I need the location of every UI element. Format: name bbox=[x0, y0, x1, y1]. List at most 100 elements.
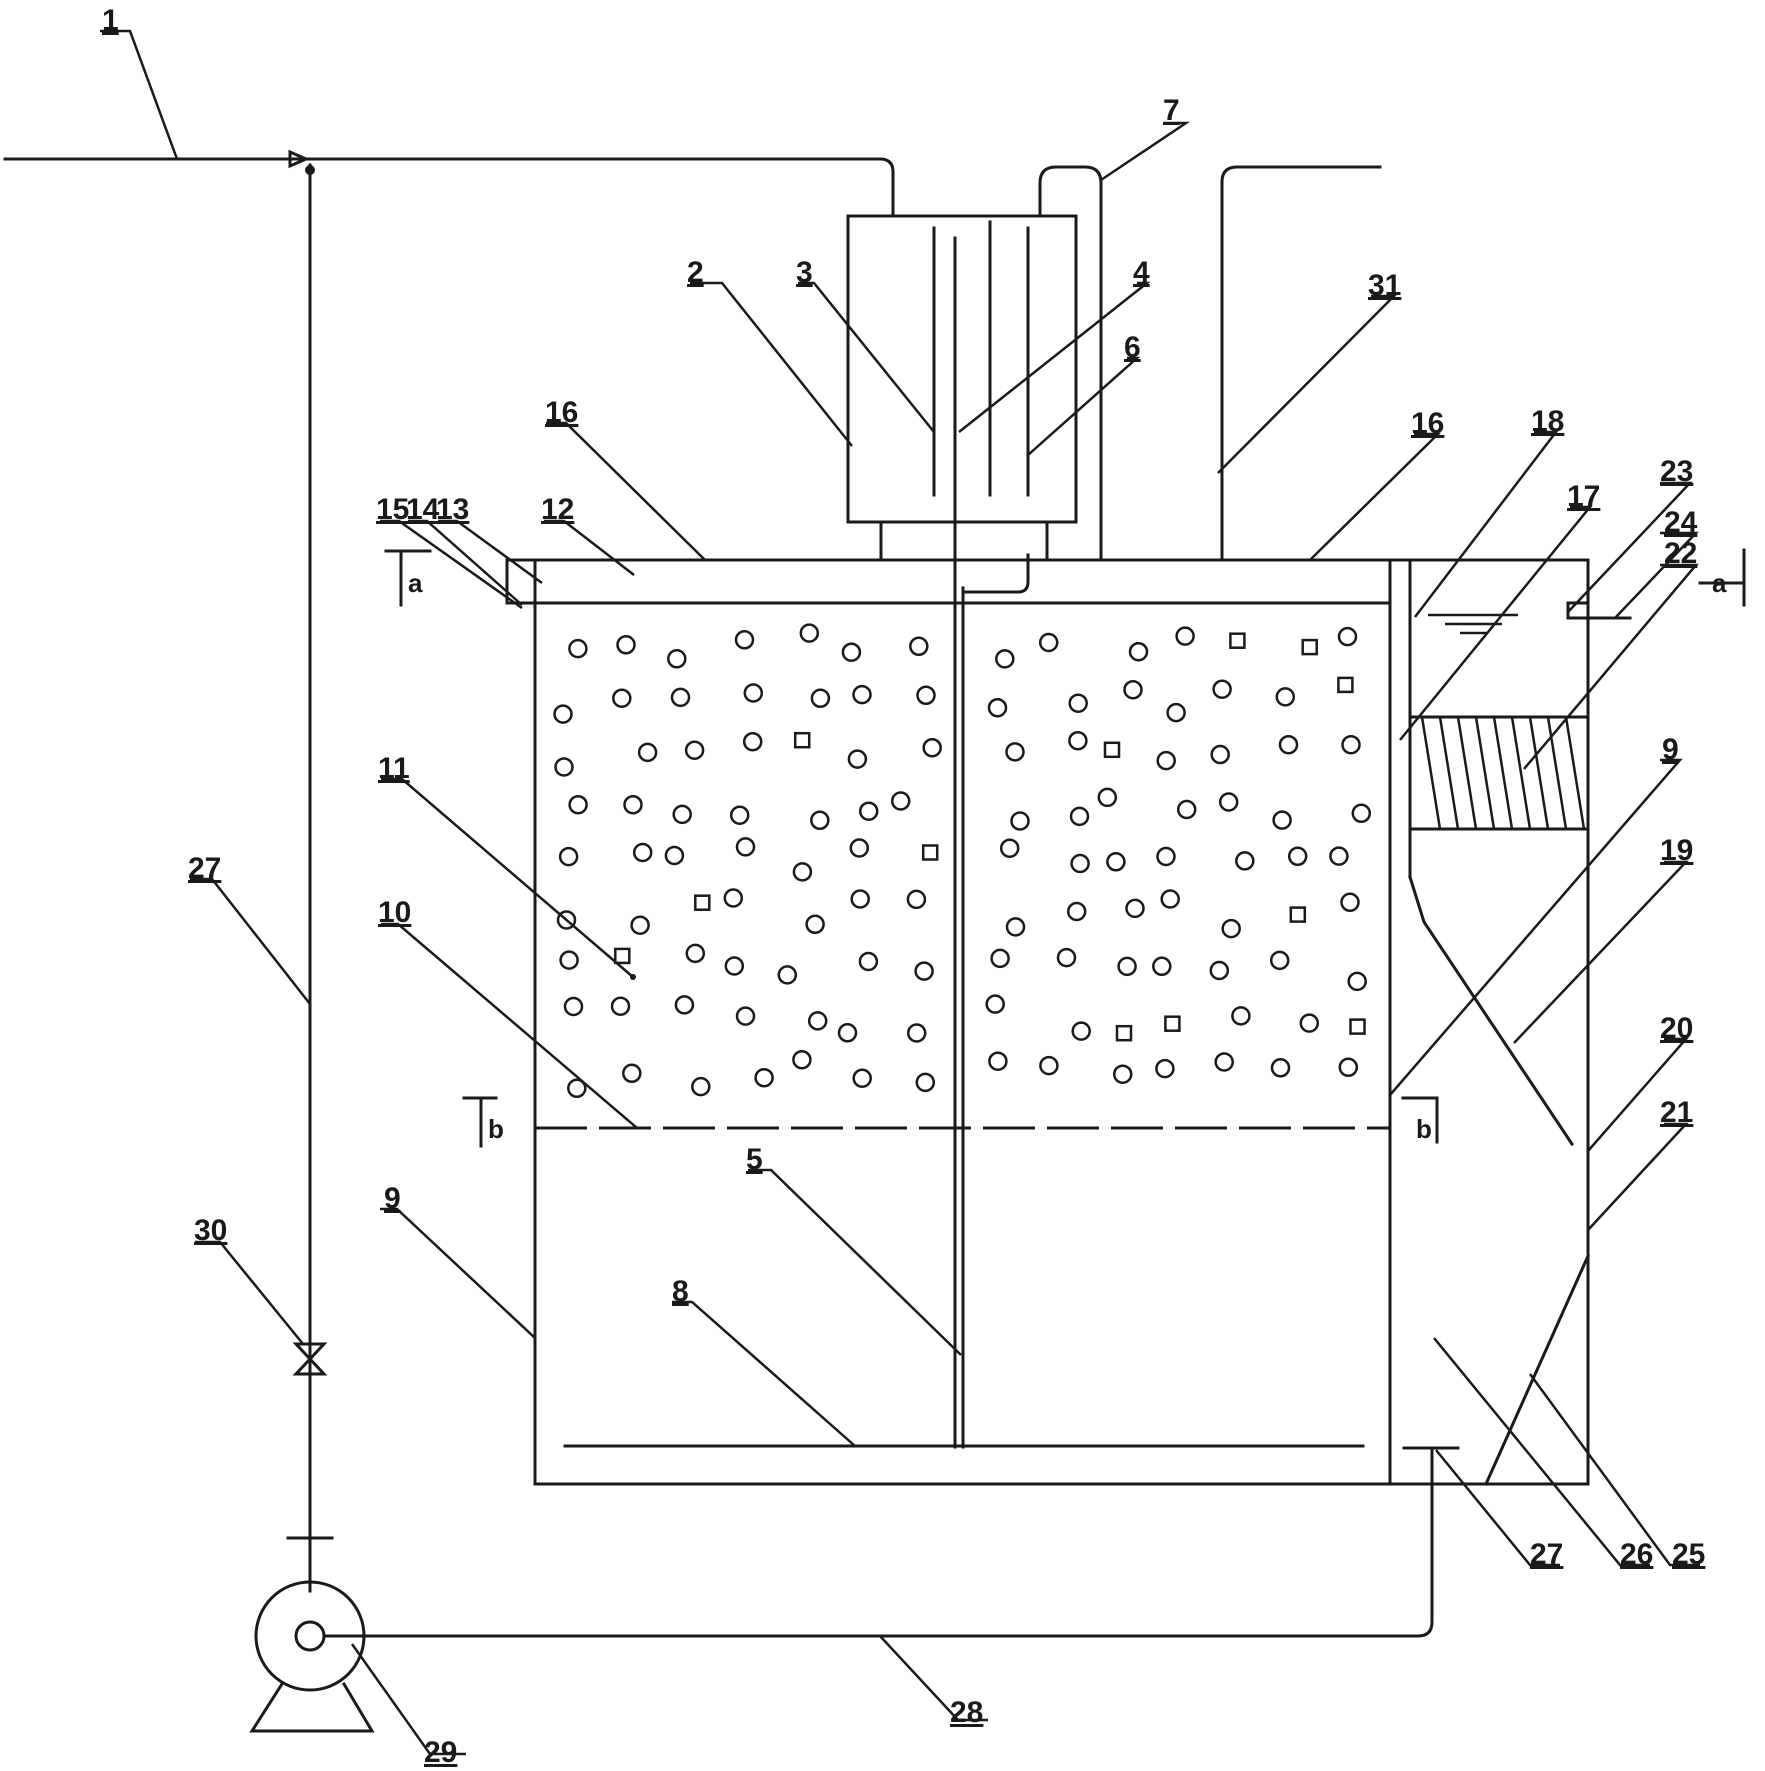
label-27-right: 27 bbox=[1530, 1538, 1563, 1571]
label-13: 13 bbox=[436, 493, 469, 526]
media-particle bbox=[852, 684, 872, 705]
label-19: 19 bbox=[1660, 834, 1693, 867]
media-particle bbox=[858, 801, 879, 821]
section-mark-b-right: b bbox=[1401, 1096, 1439, 1144]
leader-lines bbox=[100, 29, 1700, 1756]
media-particle bbox=[729, 805, 750, 825]
media-particle bbox=[1214, 1052, 1234, 1072]
media-particle bbox=[664, 845, 685, 866]
media-particle bbox=[567, 1078, 587, 1099]
label-4: 4 bbox=[1133, 256, 1150, 289]
media-particle bbox=[1175, 626, 1195, 646]
media-particle bbox=[793, 731, 811, 749]
media-particle bbox=[1337, 676, 1354, 694]
media-particle bbox=[1068, 730, 1088, 751]
media-particle bbox=[995, 649, 1015, 669]
media-particle bbox=[563, 996, 584, 1017]
media-particle bbox=[805, 914, 825, 935]
media-particle bbox=[1068, 693, 1088, 713]
media-particle bbox=[906, 1023, 927, 1043]
media-particle bbox=[1209, 960, 1230, 981]
media-particle bbox=[754, 1067, 774, 1088]
media-particle bbox=[1128, 641, 1149, 662]
media-particle bbox=[1106, 852, 1126, 872]
media-particle bbox=[743, 683, 764, 703]
label-25: 25 bbox=[1672, 1538, 1705, 1571]
label-5: 5 bbox=[746, 1143, 763, 1176]
number-labels: 1 2 3 4 6 7 31 16 16 18 17 23 24 22 15 1… bbox=[102, 4, 1705, 1769]
media-particle bbox=[1337, 626, 1358, 647]
label-31: 31 bbox=[1368, 269, 1401, 302]
media-particle bbox=[1038, 632, 1059, 653]
media-particle bbox=[922, 737, 942, 758]
media-particle bbox=[988, 1051, 1008, 1071]
media-particle bbox=[858, 951, 879, 972]
label-6: 6 bbox=[1124, 331, 1141, 364]
media-particle bbox=[723, 888, 744, 908]
media-particle bbox=[610, 996, 631, 1016]
media-particle bbox=[1156, 846, 1176, 867]
main-tank-9 bbox=[533, 558, 1590, 1486]
label-18: 18 bbox=[1531, 405, 1564, 438]
section-b-left-letter: b bbox=[488, 1114, 504, 1144]
media-particle bbox=[559, 950, 579, 970]
media-particle bbox=[1010, 811, 1030, 831]
exhaust-pipe-31 bbox=[1220, 165, 1382, 562]
media-particle bbox=[1103, 741, 1121, 759]
sludge-hopper-baffle-25 bbox=[1484, 1254, 1590, 1486]
media-particle bbox=[1112, 1064, 1133, 1084]
media-particle bbox=[1071, 1021, 1091, 1041]
media-particle bbox=[616, 635, 636, 655]
media-particle bbox=[684, 740, 705, 760]
media-particle bbox=[906, 889, 927, 910]
label-16-left: 16 bbox=[545, 396, 578, 429]
label-3: 3 bbox=[796, 256, 813, 289]
media-particle bbox=[694, 894, 711, 911]
media-particle bbox=[890, 791, 911, 811]
media-particle bbox=[916, 685, 936, 706]
media-particle bbox=[1275, 687, 1296, 707]
media-particle bbox=[612, 688, 632, 708]
label-11: 11 bbox=[378, 752, 410, 785]
media-particle bbox=[632, 842, 653, 863]
media-particle bbox=[724, 956, 745, 976]
media-particle bbox=[1212, 679, 1232, 699]
media-particle bbox=[1056, 947, 1077, 968]
media-particle bbox=[847, 749, 868, 769]
media-particle bbox=[667, 649, 687, 669]
media-particle bbox=[568, 794, 588, 815]
label-20: 20 bbox=[1660, 1012, 1693, 1045]
label-8: 8 bbox=[672, 1275, 689, 1308]
media-particle bbox=[792, 862, 813, 882]
media-particle bbox=[985, 994, 1005, 1014]
media-particle bbox=[837, 1023, 858, 1043]
media-particle bbox=[1125, 898, 1145, 919]
media-particle bbox=[1005, 917, 1026, 937]
media-particle bbox=[1066, 901, 1087, 922]
media-particle bbox=[691, 1076, 711, 1097]
media-particle bbox=[1160, 889, 1180, 909]
media-particle bbox=[670, 687, 691, 708]
gas-pipe-7 bbox=[1038, 165, 1103, 562]
label-29: 29 bbox=[424, 1736, 457, 1769]
label-22: 22 bbox=[1664, 537, 1697, 570]
media-particle bbox=[1221, 918, 1241, 939]
section-mark-a-right: a bbox=[1698, 548, 1746, 607]
media-particle bbox=[614, 947, 631, 965]
inlet-pipe bbox=[3, 157, 895, 217]
media-particle bbox=[810, 810, 830, 831]
media-particle bbox=[909, 636, 929, 657]
section-b-right-letter: b bbox=[1416, 1114, 1432, 1144]
media-particle bbox=[623, 794, 643, 815]
media-particle bbox=[1299, 1013, 1320, 1033]
section-a-left-letter: a bbox=[408, 568, 423, 598]
media-particle bbox=[734, 630, 755, 650]
media-particle bbox=[1039, 1055, 1059, 1076]
media-particle bbox=[777, 965, 798, 985]
label-9-right: 9 bbox=[1662, 733, 1679, 766]
media-particle bbox=[1231, 1006, 1251, 1026]
media-particle bbox=[990, 948, 1010, 969]
media-particle bbox=[1270, 1058, 1291, 1078]
label-27-left: 27 bbox=[188, 852, 221, 885]
